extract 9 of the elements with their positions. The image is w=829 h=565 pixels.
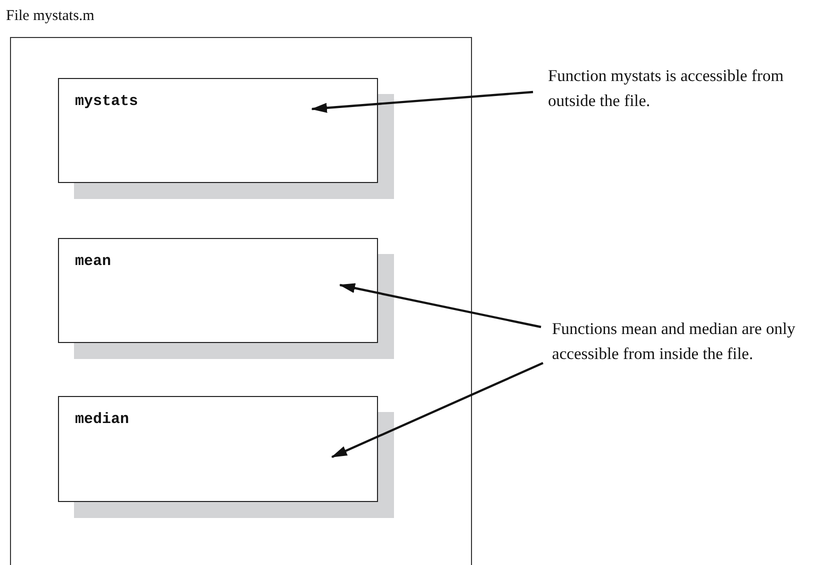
callout-note: Functions mean and median are only accessible from inside the file. — [552, 316, 814, 366]
function-name: median — [75, 411, 130, 428]
arrow — [339, 283, 542, 328]
arrow — [311, 90, 534, 113]
callout-note: Function mystats is accessible from outside the file. — [548, 63, 810, 113]
function-name: mystats — [75, 93, 138, 110]
function-name: mean — [75, 253, 112, 270]
file-heading: File mystats.m — [6, 8, 94, 25]
arrow — [331, 362, 544, 458]
